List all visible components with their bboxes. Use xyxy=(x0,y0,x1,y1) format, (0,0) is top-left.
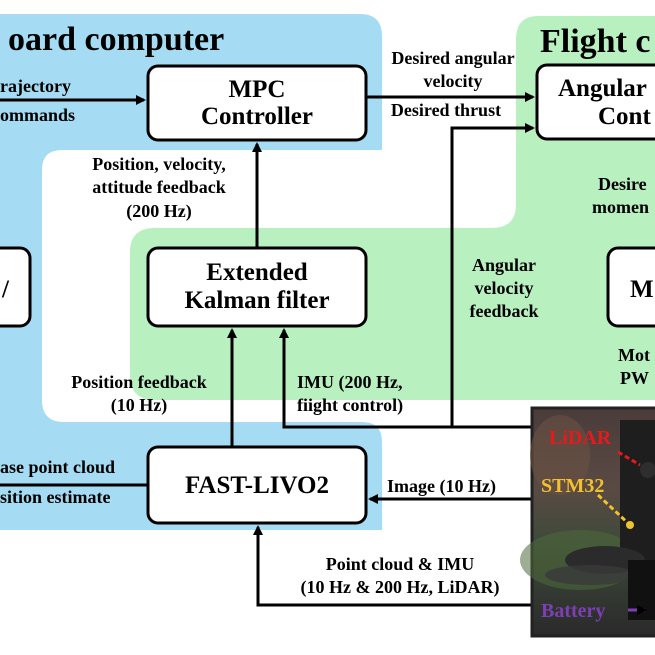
right-partial-label: M xyxy=(630,276,654,303)
fast-livo2-box: FAST-LIVO2 xyxy=(146,445,368,525)
trajectory-label-line2: ommands xyxy=(0,105,75,125)
state-feedback-label-line2: attitude feedback xyxy=(92,177,226,197)
flight-controller-title: Flight c xyxy=(540,23,650,60)
angular-controller-box: Angular Cont xyxy=(535,63,655,141)
ekf-label-line2: Kalman filter xyxy=(184,287,329,314)
lidar-label: LiDAR xyxy=(549,427,612,449)
point-cloud-imu-label-line2: (10 Hz & 200 Hz, LiDAR) xyxy=(301,577,500,598)
lidar-pointer xyxy=(617,450,641,467)
state-feedback-label-line3: (200 Hz) xyxy=(126,201,191,222)
angular-velocity-feedback-label-line1: Angular xyxy=(472,255,536,275)
imu-flight-label-line2: fiight control) xyxy=(297,395,403,416)
mpc-label-line2: Controller xyxy=(201,103,313,130)
angular-velocity-feedback-label-line3: feedback xyxy=(470,301,539,321)
ekf-label-line1: Extended xyxy=(206,259,308,286)
drone-photo: LiDAR STM32 Battery xyxy=(520,406,655,638)
onboard-computer-title: oard computer xyxy=(8,21,224,58)
stm32-label: STM32 xyxy=(541,475,604,497)
left-partial-label: / xyxy=(1,276,10,303)
imu-flight-label-line1: IMU (200 Hz, xyxy=(297,372,402,393)
drone-frame xyxy=(545,420,655,620)
dense-point-cloud-label-line2: sition estimate xyxy=(0,487,110,507)
edge-labels: rajectory ommands Desired angular veloci… xyxy=(0,48,650,598)
dense-point-cloud-label-line1: ase point cloud xyxy=(0,457,115,477)
desired-moment-label-line2: momen xyxy=(592,197,649,217)
trajectory-label-line1: rajectory xyxy=(0,76,71,96)
position-feedback-label-line1: Position feedback xyxy=(71,372,207,392)
angular-velocity-feedback-arrow xyxy=(450,123,535,427)
mpc-controller-box: MPC Controller xyxy=(146,64,368,142)
point-cloud-imu-label-line1: Point cloud & IMU xyxy=(326,554,475,574)
desired-angular-velocity-label-line1: Desired angular xyxy=(391,48,514,68)
image-label: Image (10 Hz) xyxy=(387,476,496,497)
desired-moment-label-line1: Desire xyxy=(598,174,647,194)
motor-pwm-label-line1: Mot xyxy=(618,345,650,365)
point-cloud-imu-arrow xyxy=(253,525,532,607)
livo-label: FAST-LIVO2 xyxy=(185,472,329,499)
stm32-pointer xyxy=(596,493,632,527)
onboard-computer-region xyxy=(0,14,382,530)
angular-label-line1: Angular xyxy=(558,75,647,102)
right-partial-box: M xyxy=(606,246,655,328)
mpc-label-line1: MPC xyxy=(229,76,286,103)
position-feedback-label-line2: (10 Hz) xyxy=(111,395,167,416)
desired-thrust-label: Desired thrust xyxy=(391,100,501,120)
motor-pwm-label-line2: PW xyxy=(620,368,649,388)
angular-label-line2: Cont xyxy=(598,103,651,130)
angular-velocity-feedback-label-line2: velocity xyxy=(475,278,534,298)
state-feedback-label-line1: Position, velocity, xyxy=(92,154,226,174)
battery-label: Battery xyxy=(541,600,605,622)
desired-angular-velocity-label-line2: velocity xyxy=(424,71,483,91)
kalman-filter-box: Extended Kalman filter xyxy=(146,246,368,328)
connectors xyxy=(0,92,535,607)
imu-arrow xyxy=(279,328,532,429)
left-partial-box: / xyxy=(0,246,32,328)
